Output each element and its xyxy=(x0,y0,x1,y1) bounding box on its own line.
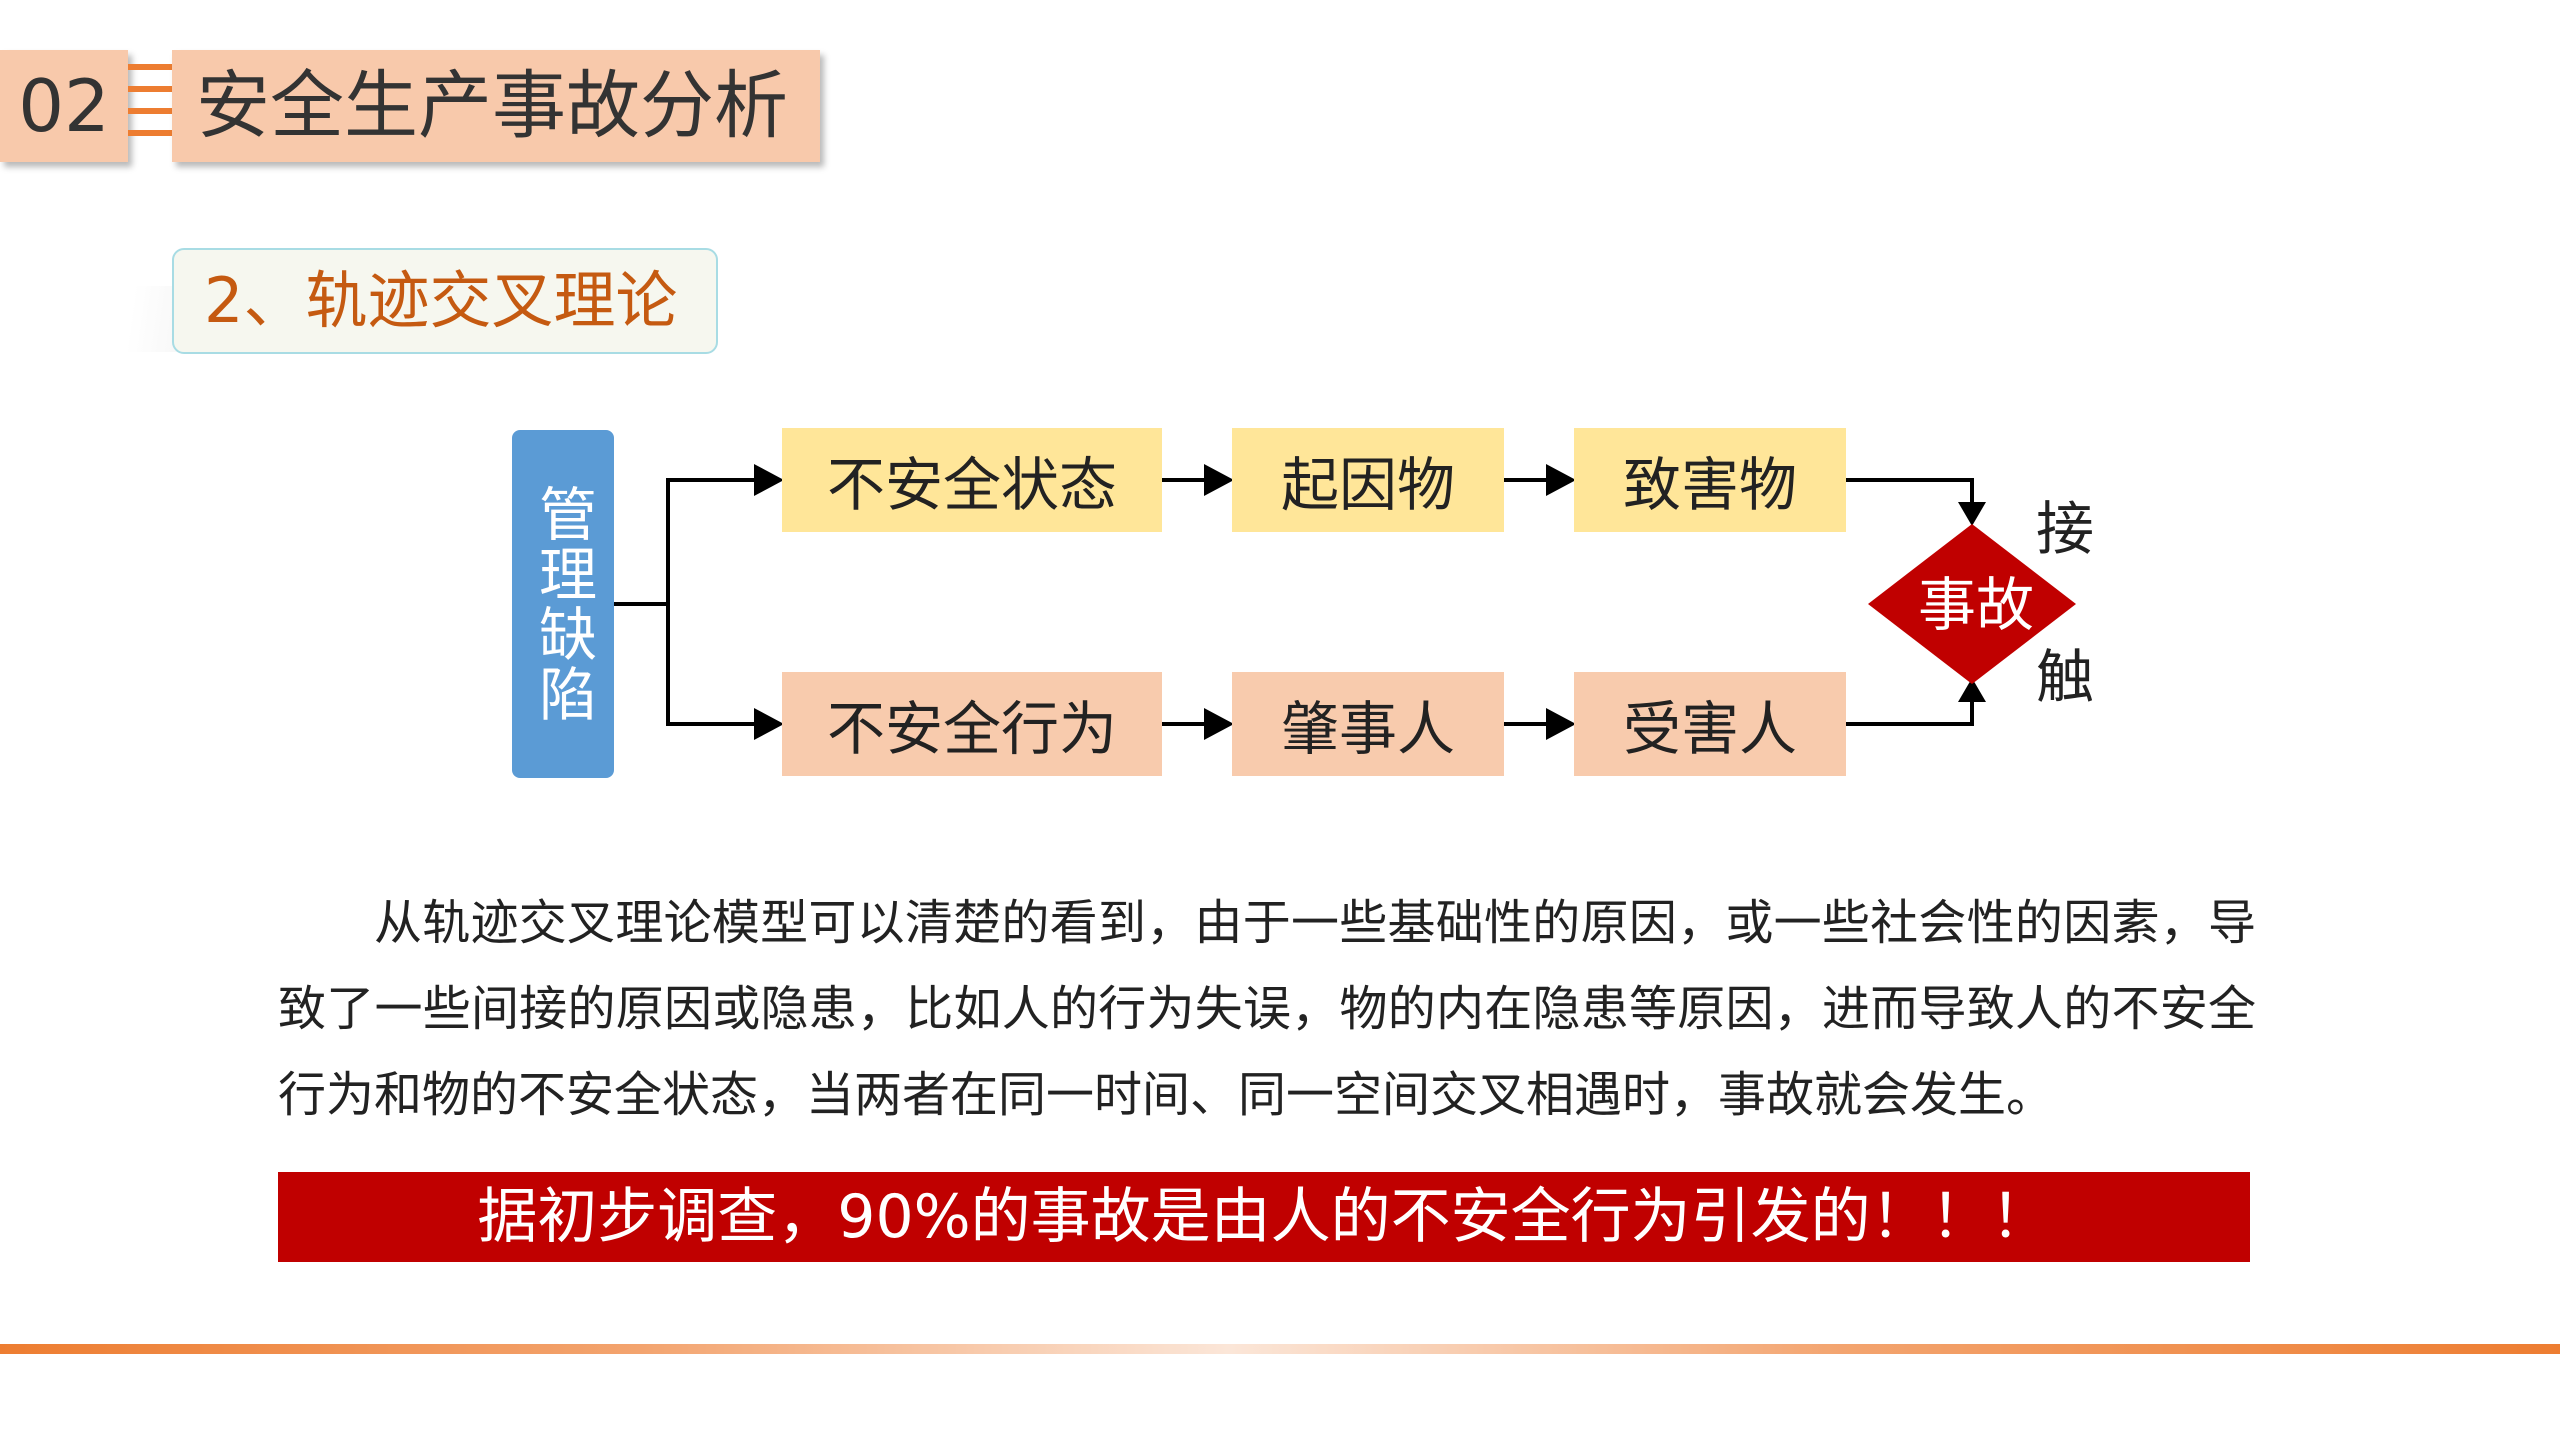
node-cause-object: 起因物 xyxy=(1232,428,1504,532)
contact-label-bottom: 触 xyxy=(2036,643,2095,711)
header-stripe xyxy=(128,108,172,114)
node-unsafe-state: 不安全状态 xyxy=(782,428,1162,532)
subtitle: 2、轨迹交叉理论 xyxy=(172,248,718,354)
node-victim: 受害人 xyxy=(1574,672,1846,776)
conclusion-banner: 据初步调查，90%的事故是由人的不安全行为引发的！！！ xyxy=(278,1172,2250,1262)
header-stripe xyxy=(128,64,172,70)
footer-divider xyxy=(0,1344,2560,1354)
root-management-defect: 管理缺陷 xyxy=(512,430,614,778)
contact-label-top: 接 xyxy=(2036,495,2095,563)
accident-diamond xyxy=(1868,524,2076,684)
node-unsafe-behavior: 不安全行为 xyxy=(782,672,1162,776)
header-stripe xyxy=(128,86,172,92)
node-perpetrator: 肇事人 xyxy=(1232,672,1504,776)
node-harm-object: 致害物 xyxy=(1574,428,1846,532)
section-number: 02 xyxy=(0,50,128,162)
section-title: 安全生产事故分析 xyxy=(172,50,820,162)
accident-label: 事故 xyxy=(1917,571,2034,639)
header-stripe xyxy=(128,130,172,136)
explanation-paragraph: 从轨迹交叉理论模型可以清楚的看到，由于一些基础性的原因，或一些社会性的因素，导致… xyxy=(278,895,2256,1123)
